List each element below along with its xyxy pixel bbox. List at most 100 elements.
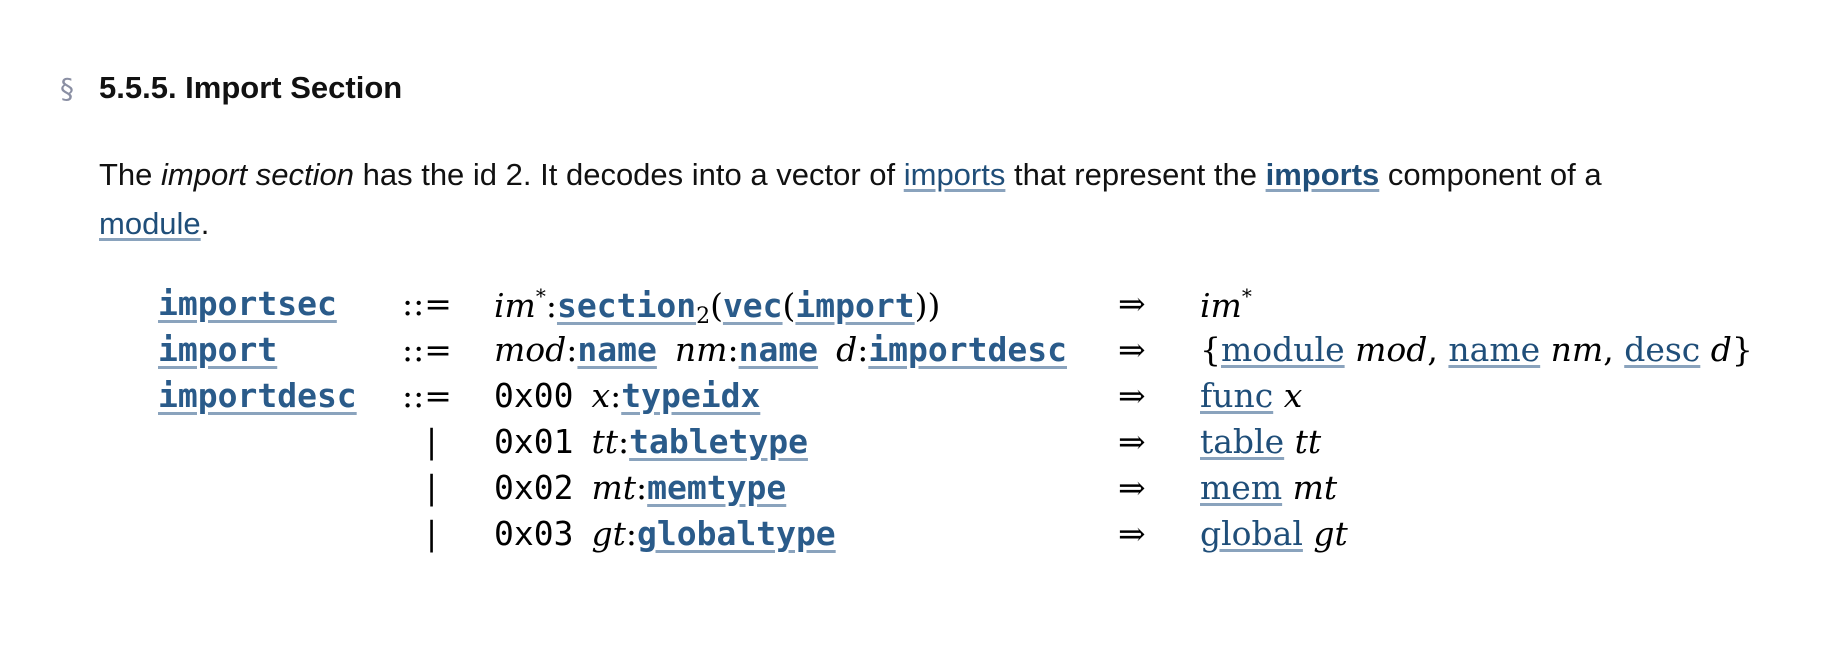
opcode: 0x01 xyxy=(494,422,574,461)
para-text: The xyxy=(99,157,162,192)
brace: } xyxy=(1731,330,1753,369)
opcode: 0x03 xyxy=(494,514,574,553)
var-im: im xyxy=(494,286,536,325)
var-mt: mt xyxy=(1292,468,1338,507)
comma: , xyxy=(1427,330,1438,369)
colon: : xyxy=(610,376,622,415)
table-link[interactable]: table xyxy=(1200,422,1285,461)
colon: : xyxy=(636,468,648,507)
importdesc-global-result: global gt xyxy=(1200,514,1348,553)
arrow-icon: ⇒ xyxy=(1118,514,1146,553)
var-nm: nm xyxy=(1550,330,1604,369)
colon: : xyxy=(857,330,869,369)
grammar-row-importdesc-mem: | 0x02 mt:memtype ⇒ mem mt xyxy=(158,468,1758,514)
grammar-row-importdesc-table: | 0x01 tt:tabletype ⇒ table tt xyxy=(158,422,1758,468)
importdesc-mem-rhs: 0x02 mt:memtype xyxy=(494,468,786,507)
star: * xyxy=(1241,284,1252,308)
section-link[interactable]: section xyxy=(556,286,697,325)
arrow-icon: ⇒ xyxy=(1118,468,1146,507)
colon: : xyxy=(625,514,637,553)
alternative-bar: | xyxy=(426,514,438,553)
var-x: x xyxy=(1283,376,1303,415)
alternative-bar: | xyxy=(426,468,438,507)
var-mod: mod xyxy=(494,330,567,369)
name-field-link[interactable]: name xyxy=(1448,330,1541,369)
module-link[interactable]: module xyxy=(99,206,201,241)
para-text: component of a xyxy=(1379,157,1602,192)
star: * xyxy=(535,284,546,308)
var-x: x xyxy=(591,376,611,415)
var-d: d xyxy=(836,330,858,369)
var-d: d xyxy=(1710,330,1732,369)
importdesc-table-result: table tt xyxy=(1200,422,1321,461)
arrow-icon: ⇒ xyxy=(1118,284,1146,323)
importsec-result: im* xyxy=(1200,284,1252,325)
arrow-icon: ⇒ xyxy=(1118,376,1146,415)
production-operator: ::= xyxy=(402,376,452,415)
para-text: . xyxy=(200,206,210,241)
opcode: 0x00 xyxy=(494,376,574,415)
para-text: has the id 2. It decodes into a vector o… xyxy=(354,157,904,192)
comma: , xyxy=(1603,330,1614,369)
importsec-nonterminal-link[interactable]: importsec xyxy=(158,284,337,323)
desc-field-link[interactable]: desc xyxy=(1624,330,1701,369)
tabletype-link[interactable]: tabletype xyxy=(629,422,808,461)
colon: : xyxy=(566,330,578,369)
importdesc-mem-result: mem mt xyxy=(1200,468,1337,507)
var-gt: gt xyxy=(1313,514,1348,553)
func-link[interactable]: func xyxy=(1200,376,1274,415)
section-paragraph: The import section has the id 2. It deco… xyxy=(99,150,1719,248)
memtype-link[interactable]: memtype xyxy=(647,468,787,507)
globaltype-link[interactable]: globaltype xyxy=(637,514,836,553)
importdesc-func-rhs: 0x00 x:typeidx xyxy=(494,376,760,415)
importdesc-nonterminal-link[interactable]: importdesc xyxy=(158,376,357,415)
section-heading: 5.5.5. Import Section xyxy=(99,70,403,105)
importdesc-func-result: func x xyxy=(1200,376,1302,415)
arrow-icon: ⇒ xyxy=(1118,422,1146,461)
global-link[interactable]: global xyxy=(1200,514,1303,553)
paren: ( xyxy=(710,286,723,325)
importdesc-link[interactable]: importdesc xyxy=(868,330,1067,369)
grammar-row-importsec: importsec ::= im*:section2(vec(import)) … xyxy=(158,284,1758,330)
var-nm: nm xyxy=(674,330,728,369)
importdesc-global-rhs: 0x03 gt:globaltype xyxy=(494,514,836,553)
imports-component-link[interactable]: imports xyxy=(1265,157,1380,192)
section-id-subscript: 2 xyxy=(696,304,711,329)
module-field-link[interactable]: module xyxy=(1221,330,1345,369)
production-operator: ::= xyxy=(402,284,452,323)
importdesc-table-rhs: 0x01 tt:tabletype xyxy=(494,422,808,461)
colon: : xyxy=(618,422,630,461)
import-result: {module mod, name nm, desc d} xyxy=(1200,330,1753,369)
para-text: that represent the xyxy=(1005,157,1266,192)
grammar-row-importdesc-func: importdesc ::= 0x00 x:typeidx ⇒ func x xyxy=(158,376,1758,422)
section-anchor-link[interactable]: § xyxy=(60,72,74,105)
brace: { xyxy=(1200,330,1221,369)
var-mod: mod xyxy=(1355,330,1428,369)
paren: ( xyxy=(782,286,796,325)
name-link[interactable]: name xyxy=(577,330,657,369)
var-tt: tt xyxy=(1294,422,1322,461)
production-operator: ::= xyxy=(402,330,452,369)
mem-link[interactable]: mem xyxy=(1200,468,1283,507)
opcode: 0x02 xyxy=(494,468,574,507)
colon: : xyxy=(727,330,739,369)
importsec-rhs: im*:section2(vec(import)) xyxy=(494,284,940,329)
vec-link[interactable]: vec xyxy=(722,286,783,325)
import-link[interactable]: import xyxy=(795,286,915,325)
para-emphasis: import section xyxy=(161,157,354,192)
var-gt: gt xyxy=(591,514,626,553)
name-link[interactable]: name xyxy=(738,330,819,369)
colon: : xyxy=(545,286,557,325)
var-mt: mt xyxy=(591,468,637,507)
var-tt: tt xyxy=(591,422,619,461)
import-nonterminal-link[interactable]: import xyxy=(158,330,278,369)
arrow-icon: ⇒ xyxy=(1118,330,1146,369)
alternative-bar: | xyxy=(426,422,438,461)
typeidx-link[interactable]: typeidx xyxy=(621,376,761,415)
grammar-row-importdesc-global: | 0x03 gt:globaltype ⇒ global gt xyxy=(158,514,1758,560)
imports-link[interactable]: imports xyxy=(903,157,1006,192)
paren: )) xyxy=(914,286,941,325)
var-im: im xyxy=(1200,286,1242,325)
